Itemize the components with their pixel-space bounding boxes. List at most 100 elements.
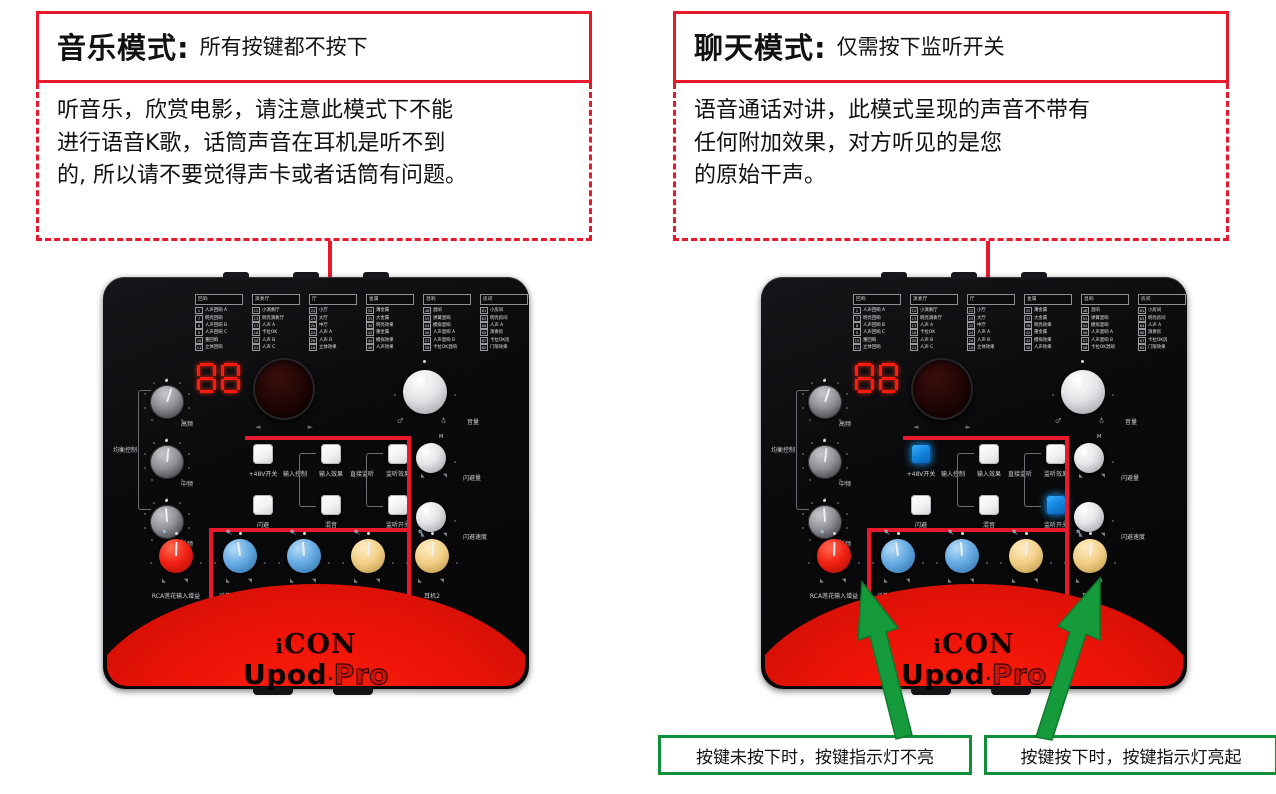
knob-tick	[143, 406, 146, 409]
button-mix[interactable]	[321, 495, 341, 515]
preset-number: 54	[1081, 321, 1089, 329]
knob-tick	[453, 393, 456, 396]
preset-name: 人声 A	[977, 330, 991, 336]
knob-pointer	[430, 541, 435, 557]
button-duck[interactable]	[253, 495, 273, 515]
gain-scale-mark: 🔍	[1012, 530, 1019, 536]
knob-tick	[144, 393, 147, 396]
model-block: Upod·Pro	[761, 658, 1187, 692]
button-input-fx[interactable]	[979, 444, 999, 464]
knob-tick	[180, 418, 183, 421]
duck-spd-min-icon: ◣	[1079, 532, 1083, 538]
button-phantom[interactable]	[911, 444, 931, 464]
volume-label: 音量	[1125, 419, 1138, 426]
preset-number: 25	[309, 321, 317, 329]
preset-number: 32	[366, 307, 374, 315]
preset-name: 弹簧混响	[433, 315, 451, 321]
led-digit	[197, 363, 216, 393]
preset-selector-dial[interactable]	[253, 358, 315, 420]
preset-name: 明亮房间	[1148, 315, 1166, 321]
preset-name: 小房间	[1148, 308, 1162, 314]
knob-tick	[264, 561, 267, 564]
preset-number: 18	[252, 329, 260, 337]
button-label-duck: 闪避	[914, 522, 927, 529]
button-phantom[interactable]	[253, 444, 273, 464]
preset-number: 63	[1138, 314, 1146, 322]
knob-indicator-dot	[833, 532, 836, 535]
preset-name: 弹簧混响	[1091, 315, 1109, 321]
preset-number: 48	[1081, 307, 1089, 315]
gain-max-icon-hp1: ◥	[1034, 578, 1038, 584]
knob-tick	[188, 526, 191, 529]
preset-name: 人声回响 B	[863, 322, 885, 328]
knob-tick	[149, 561, 152, 564]
callout-chat-title: 聊天模式:	[694, 31, 827, 65]
green-arrow-unpressed	[800, 520, 960, 740]
knob-pointer	[1081, 373, 1087, 393]
knob-tick	[845, 513, 848, 516]
knob-indicator-dot	[175, 532, 178, 535]
knob-tick	[1050, 561, 1053, 564]
button-monitor-fx[interactable]	[388, 444, 408, 464]
preset-number: 9	[853, 329, 861, 337]
preset-number: 8	[195, 321, 203, 329]
preset-name: 人声 B	[920, 337, 934, 343]
button-mix[interactable]	[979, 495, 999, 515]
preset-name: 薄金属	[1034, 308, 1048, 314]
preset-name: 人声 B	[262, 337, 276, 343]
preset-number: 12	[252, 307, 260, 315]
button-input-fx[interactable]	[321, 444, 341, 464]
preset-column-header: 演奏厅	[252, 294, 300, 305]
button-duck[interactable]	[911, 495, 931, 515]
button-monitor-fx[interactable]	[1046, 444, 1066, 464]
preset-name: 重回响	[205, 337, 219, 343]
knob-tick	[846, 466, 849, 469]
preset-name: 大厅	[977, 315, 986, 321]
preset-number: 44	[1024, 336, 1032, 344]
preset-name: 中厅	[977, 322, 986, 328]
duck-amount-label: 闪避量	[1121, 475, 1140, 482]
button-label-monitor-fx: 监听效果	[385, 471, 410, 478]
preset-number: 62	[480, 344, 488, 352]
preset-name: 明亮演奏厅	[262, 315, 284, 321]
callout-music-body-line: 进行语音K歌，话筒声音在耳机是听不到	[57, 130, 446, 156]
gain-min-icon-hp1: ◣	[354, 578, 358, 584]
knob-tick	[1111, 393, 1114, 396]
preset-number: 17	[910, 321, 918, 329]
model-name: Upod	[243, 658, 328, 691]
device-top-connector	[1021, 272, 1047, 279]
preset-number: 67	[480, 336, 488, 344]
knob-tick	[143, 526, 146, 529]
knob-indicator-dot	[423, 360, 426, 363]
preset-selector-dial[interactable]	[911, 358, 973, 420]
gain-max-icon-rca: ◥	[184, 578, 188, 584]
knob-tick	[152, 442, 155, 445]
preset-number: 56	[1081, 329, 1089, 337]
preset-name: 大金属	[376, 315, 390, 321]
button-label-mix: 混音	[324, 522, 337, 529]
knob-tick	[392, 561, 395, 564]
input-control-group-label: 输入控制	[941, 471, 966, 478]
button-label-input-fx: 输入效果	[318, 471, 343, 478]
knob-tick	[187, 453, 190, 456]
knob-indicator-dot	[1025, 532, 1028, 535]
button-monitor-switch[interactable]	[1046, 495, 1066, 515]
led-digit	[855, 363, 874, 393]
button-monitor-switch[interactable]	[388, 495, 408, 515]
knob-indicator-dot	[823, 439, 826, 442]
